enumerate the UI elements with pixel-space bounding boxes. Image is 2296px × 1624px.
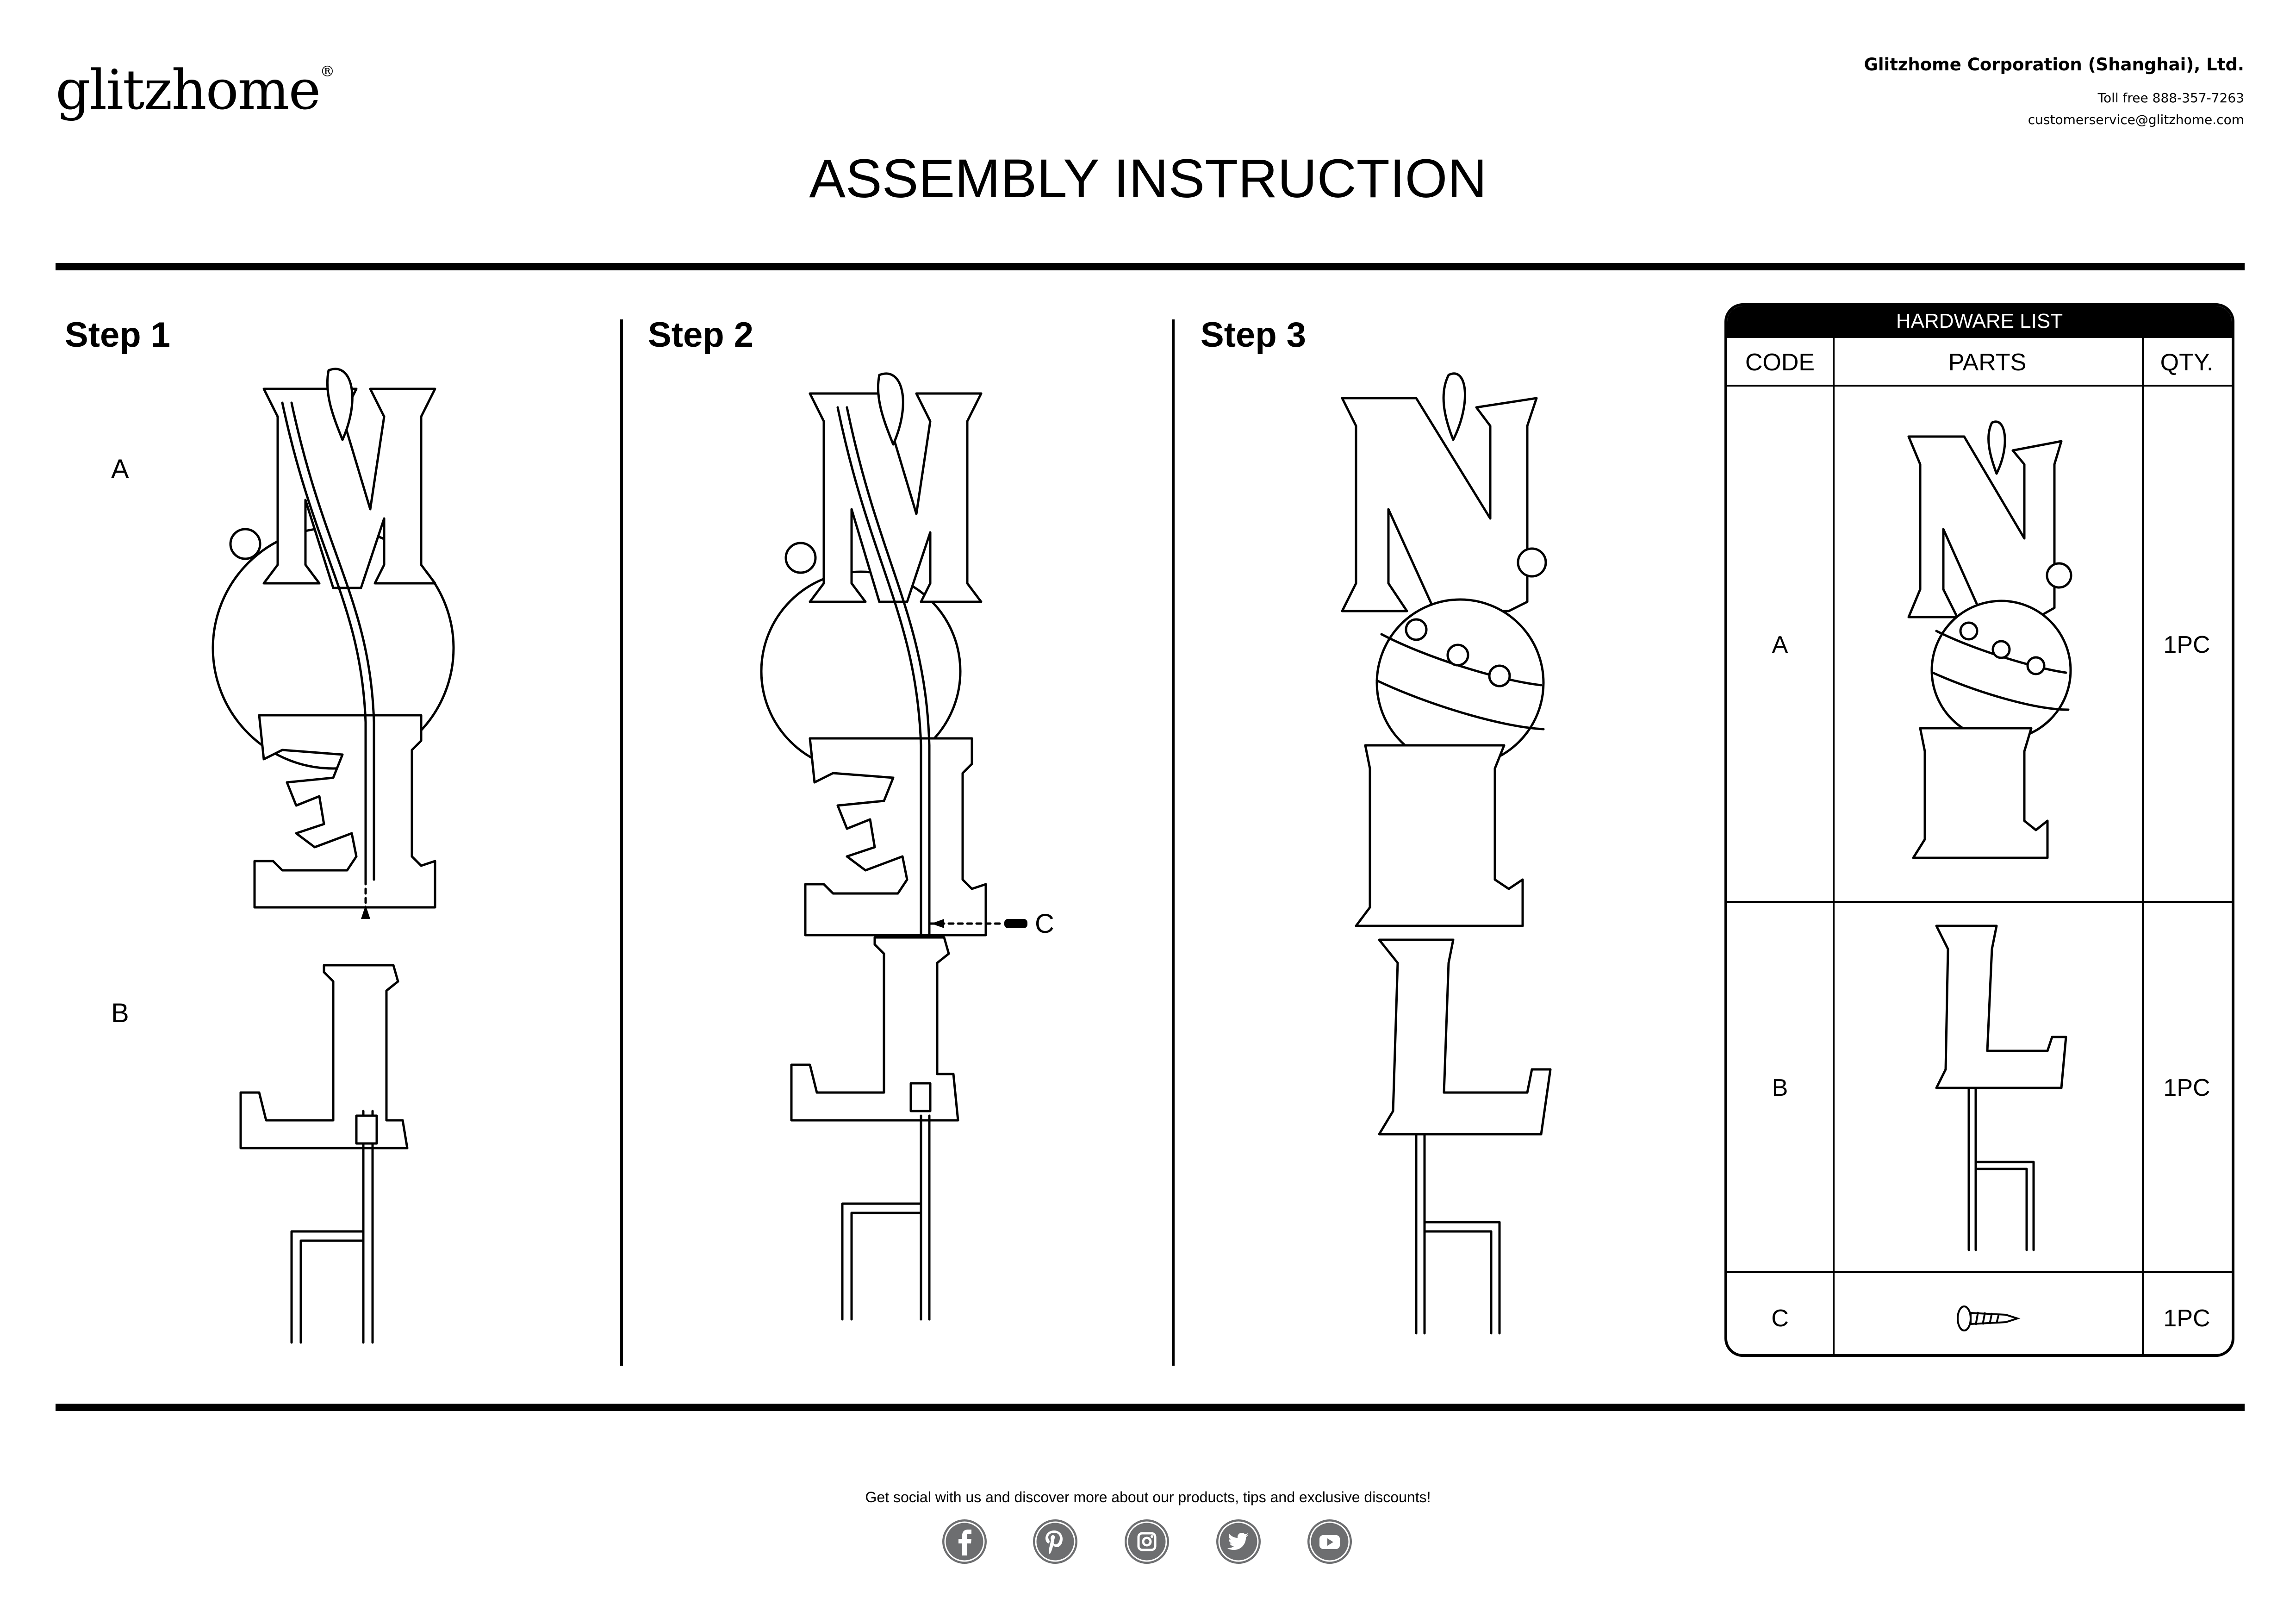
part-code: A — [1727, 387, 1835, 903]
column-header-code: CODE — [1727, 338, 1835, 387]
part-label-a: A — [111, 454, 129, 484]
youtube-icon[interactable] — [1307, 1519, 1352, 1564]
phone-number: Toll free 888-357-7263 — [2097, 90, 2244, 106]
part-qty: 1PC — [2163, 1305, 2210, 1332]
hardware-list: HARDWARE LIST CODE PARTS QTY. A 1PC B — [1724, 303, 2234, 1357]
step-3-title: Step 3 — [1201, 315, 1307, 355]
column-header-parts: PARTS — [1833, 338, 2144, 387]
facebook-icon[interactable] — [942, 1519, 987, 1564]
pinterest-icon[interactable] — [1033, 1519, 1077, 1564]
brand-logo: glitzhome® — [56, 58, 335, 122]
part-qty: 1PC — [2163, 631, 2210, 658]
step-1-title: Step 1 — [65, 315, 171, 355]
part-image-b — [1833, 903, 2144, 1273]
screw-icon — [1957, 1305, 2021, 1331]
hardware-row-c: C 1PC — [1727, 1271, 2232, 1354]
twitter-icon[interactable] — [1216, 1519, 1261, 1564]
instagram-icon[interactable] — [1125, 1519, 1169, 1564]
noel-bottom-piece — [1935, 924, 2067, 1251]
step-2-title: Step 2 — [648, 315, 754, 355]
page-title: ASSEMBLY INSTRUCTION — [809, 148, 1487, 209]
part-label-b: B — [111, 998, 129, 1028]
step-divider — [620, 319, 623, 1366]
hardware-row-a: A 1PC — [1727, 385, 2232, 903]
company-name: Glitzhome Corporation (Shanghai), Ltd. — [1864, 55, 2244, 75]
company-info: Glitzhome Corporation (Shanghai), Ltd. T… — [1864, 55, 2244, 127]
email-address: customerservice@glitzhome.com — [2028, 112, 2244, 127]
part-image-a — [1833, 387, 2144, 903]
part-image-c — [1833, 1273, 2144, 1354]
footer-text: Get social with us and discover more abo… — [865, 1489, 1431, 1505]
column-header-qty: QTY. — [2160, 349, 2214, 376]
top-divider — [56, 263, 2245, 270]
part-code: B — [1727, 903, 1835, 1273]
part-qty: 1PC — [2163, 1074, 2210, 1101]
hardware-row-b: B 1PC — [1727, 901, 2232, 1273]
hardware-list-title: HARDWARE LIST — [1727, 306, 2232, 336]
part-code: C — [1727, 1273, 1835, 1354]
part-label-c: C — [1035, 909, 1054, 939]
noel-top-piece — [1907, 420, 2072, 859]
bottom-divider — [56, 1404, 2245, 1411]
step-divider — [1172, 319, 1175, 1366]
hardware-header-row: CODE PARTS QTY. — [1727, 336, 2232, 387]
